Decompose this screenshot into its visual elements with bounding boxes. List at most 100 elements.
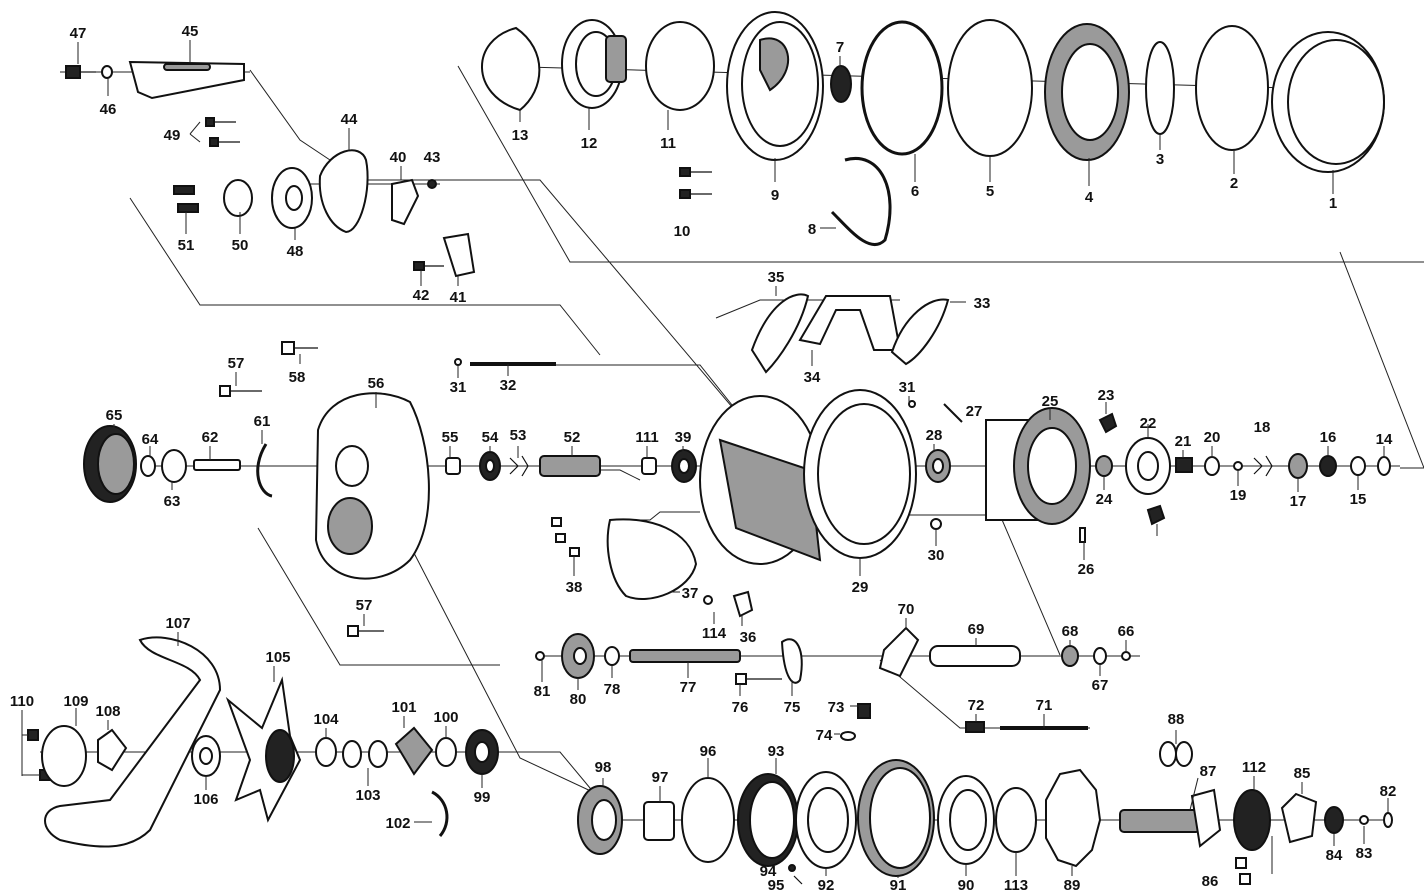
part-69-shape [929, 645, 1021, 667]
part-102-shape [431, 790, 449, 837]
label-part-101: 101 [391, 699, 416, 716]
label-part-22: 22 [1140, 415, 1157, 432]
part-91-shape [857, 759, 935, 877]
label-part-39: 39 [675, 429, 692, 446]
part-96-shape [681, 777, 735, 863]
label-part-24: 24 [1096, 491, 1113, 508]
part-18-shape [1253, 455, 1273, 477]
label-part-34: 34 [804, 369, 821, 386]
label-part-26: 26 [1078, 561, 1095, 578]
part-38-shape [551, 517, 580, 557]
label-part-82: 82 [1380, 783, 1397, 800]
label-part-67: 67 [1092, 677, 1109, 694]
part-25-shape [985, 407, 1091, 525]
label-part-6: 6 [911, 183, 919, 200]
part-107-shape [44, 636, 222, 848]
label-part-27: 27 [966, 403, 983, 420]
label-part-80: 80 [570, 691, 587, 708]
label-part-36: 36 [740, 629, 757, 646]
part-78-shape [604, 646, 620, 666]
part-1-shape [1271, 31, 1385, 173]
part-15-shape [1350, 456, 1366, 476]
label-part-43: 43 [424, 149, 441, 166]
part-50-shape [223, 179, 253, 217]
label-part-33: 33 [974, 295, 991, 312]
label-part-73: 73 [828, 699, 845, 716]
label-part-46: 46 [100, 101, 117, 118]
label-part-103: 103 [355, 787, 380, 804]
part-92-shape [795, 771, 857, 869]
part-52-shape [539, 455, 601, 477]
label-part-97: 97 [652, 769, 669, 786]
label-part-71: 71 [1036, 697, 1053, 714]
label-part-63: 63 [164, 493, 181, 510]
label-part-88: 88 [1168, 711, 1185, 728]
label-part-106: 106 [193, 791, 218, 808]
label-part-70: 70 [898, 601, 915, 618]
part-113-shape [995, 787, 1037, 853]
label-part-3: 3 [1156, 151, 1164, 168]
label-part-90: 90 [958, 877, 975, 894]
label-part-16: 16 [1320, 429, 1337, 446]
label-part-95: 95 [768, 877, 785, 894]
label-part-55: 55 [442, 429, 459, 446]
part-12-shape [561, 19, 627, 109]
label-part-41: 41 [450, 289, 467, 306]
label-part-77: 77 [680, 679, 697, 696]
part-22-shape [1125, 437, 1171, 495]
part-90-shape [937, 775, 995, 865]
part-70-shape [878, 626, 920, 678]
part-86-shape [1235, 857, 1251, 885]
label-part-58: 58 [289, 369, 306, 386]
label-part-68: 68 [1062, 623, 1079, 640]
part-11-shape [645, 21, 715, 111]
label-part-105: 105 [265, 649, 290, 666]
part-39-shape [671, 449, 697, 483]
label-part-83: 83 [1356, 845, 1373, 862]
label-part-47: 47 [70, 25, 87, 42]
label-part-56: 56 [368, 375, 385, 392]
label-part-113: 113 [1004, 877, 1028, 894]
part-16-shape [1319, 455, 1337, 477]
part-23-top-shape [1098, 412, 1118, 434]
part-31-top-shape [454, 358, 462, 366]
label-part-42: 42 [413, 287, 430, 304]
part-77-shape [629, 649, 741, 663]
part-95-shape [793, 875, 803, 885]
part-14-shape [1377, 456, 1391, 476]
part-53-shape [509, 455, 529, 477]
label-part-48: 48 [287, 243, 304, 260]
label-part-11: 11 [660, 135, 676, 152]
part-37-shape [606, 518, 698, 601]
part-89-shape [1045, 768, 1102, 868]
part-29-shape [803, 389, 917, 559]
label-part-23: 23 [1098, 387, 1115, 404]
part-17-shape [1288, 453, 1308, 479]
label-part-87: 87 [1200, 763, 1217, 780]
part-94-shape [788, 864, 796, 872]
part-46-shape [101, 65, 113, 79]
part-28-shape [925, 449, 951, 483]
part-88-shape [1159, 741, 1193, 767]
part-108-shape [97, 728, 128, 772]
part-83-shape [1359, 815, 1369, 825]
label-part-107: 107 [165, 615, 190, 632]
label-part-31-top: 31 [450, 379, 467, 396]
label-part-1: 1 [1329, 195, 1337, 212]
part-93-shape [737, 773, 799, 867]
part-9-shape [726, 11, 824, 161]
label-part-111: 111 [635, 429, 658, 446]
part-111-shape [641, 457, 657, 475]
part-66-shape [1121, 651, 1131, 661]
part-109-shape [41, 725, 87, 787]
label-part-94: 94 [760, 863, 777, 880]
part-100-shape [435, 737, 457, 767]
label-part-96: 96 [700, 743, 717, 760]
part-2-shape [1195, 25, 1269, 151]
part-35-shape [750, 293, 810, 374]
label-part-49: 49 [164, 127, 181, 144]
label-part-51: 51 [178, 237, 195, 254]
part-31-right-shape [908, 400, 916, 408]
label-part-91: 91 [890, 877, 907, 894]
